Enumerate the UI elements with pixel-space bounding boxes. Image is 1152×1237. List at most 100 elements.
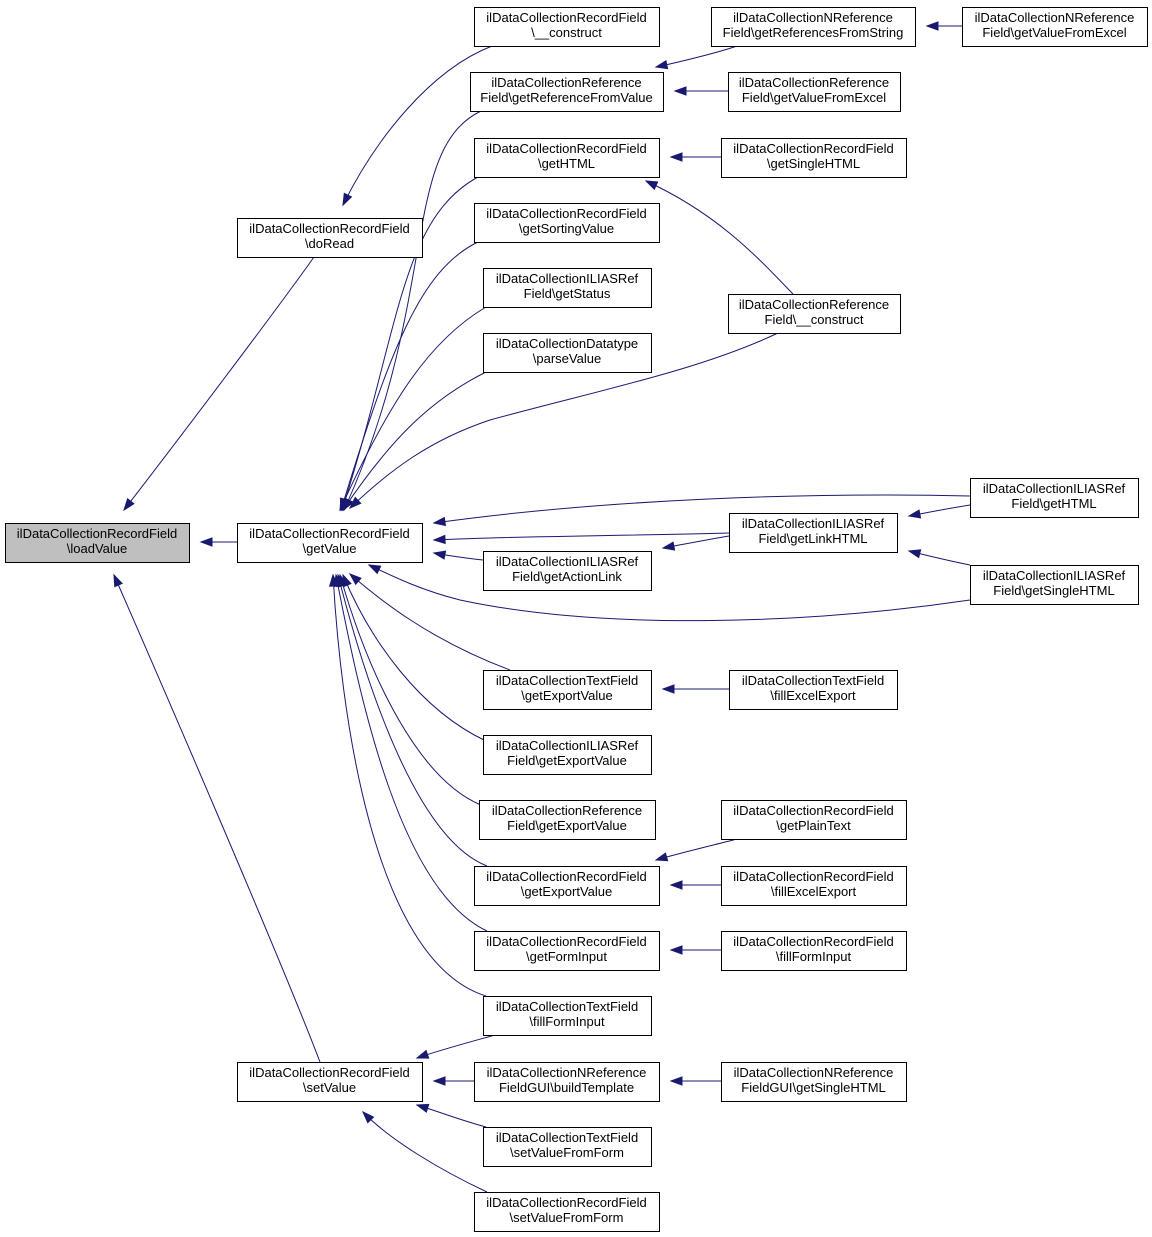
arrowhead [669, 945, 683, 955]
node-label-line: \parseValue [533, 351, 601, 366]
node-tfFillFormInput[interactable]: ilDataCollectionTextField\fillFormInput [483, 996, 652, 1036]
node-label-line: ilDataCollectionNReference [734, 1065, 894, 1080]
node-nrefGetValueFromExcel[interactable]: ilDataCollectionNReferenceField\getValue… [962, 7, 1148, 47]
node-label-line: ilDataCollectionReference [739, 75, 889, 90]
arrowhead [328, 573, 339, 587]
node-getValue[interactable]: ilDataCollectionRecordField\getValue [237, 523, 423, 563]
node-refGetExportValue[interactable]: ilDataCollectionReferenceField\getExport… [479, 800, 656, 840]
node-nrefGetRefsFromString[interactable]: ilDataCollectionNReferenceField\getRefer… [711, 7, 916, 47]
arrowhead [199, 537, 213, 547]
node-box [729, 670, 898, 710]
node-refGetRefFromValue[interactable]: ilDataCollectionReferenceField\getRefere… [470, 72, 664, 112]
edge-dtParseValue-to-getValue [342, 371, 487, 512]
node-label-line: ilDataCollectionTextField [496, 1130, 638, 1145]
node-label-line: ilDataCollectionILIASRef [496, 554, 639, 569]
node-rfFillFormInput[interactable]: ilDataCollectionRecordField\fillFormInpu… [721, 931, 907, 971]
node-iliasGetLinkHTML[interactable]: ilDataCollectionILIASRefField\getLinkHTM… [729, 513, 898, 553]
node-rfGetSingleHTML[interactable]: ilDataCollectionRecordField\getSingleHTM… [721, 138, 907, 178]
arrowhead [669, 880, 683, 890]
node-box [474, 138, 660, 178]
node-label-line: \getExportValue [521, 884, 613, 899]
node-label-line: ilDataCollectionRecordField [733, 869, 893, 884]
node-refGetValueFromExcel[interactable]: ilDataCollectionReferenceField\getValueF… [728, 72, 901, 112]
arrowhead [415, 1049, 430, 1059]
node-box [970, 565, 1139, 605]
node-box [721, 800, 907, 840]
edge-nrefGetValueFromExcel-to-nrefGetRefsFromString [925, 21, 962, 31]
node-iliasGetExportValue[interactable]: ilDataCollectionILIASRefField\getExportV… [483, 735, 652, 775]
node-label-line: Field\getReferenceFromValue [480, 90, 652, 105]
edge-iliasGetSingleHTML-to-iliasGetLinkHTML [907, 549, 971, 566]
node-rfSetValueFromForm[interactable]: ilDataCollectionRecordField\setValueFrom… [474, 1192, 660, 1232]
node-rfGetSortingValue[interactable]: ilDataCollectionRecordField\getSortingVa… [474, 203, 660, 243]
node-rfConstruct[interactable]: ilDataCollectionRecordField\__construct [474, 7, 660, 47]
node-label-line: ilDataCollectionILIASRef [496, 738, 639, 753]
edge-rfFillFormInput-to-rfGetFormInput [669, 945, 721, 955]
node-label-line: ilDataCollectionRecordField [486, 869, 646, 884]
arrowhead [661, 684, 675, 694]
edge-rfGetExportValue-to-getValue [336, 573, 488, 867]
node-tfGetExportValue[interactable]: ilDataCollectionTextField\getExportValue [483, 670, 652, 710]
arrowhead [669, 1076, 683, 1086]
node-label-line: ilDataCollectionRecordField [249, 526, 409, 541]
node-box [474, 203, 660, 243]
arrowhead [342, 192, 353, 207]
node-label-line: Field\getSingleHTML [993, 583, 1114, 598]
arrowhead [415, 1103, 430, 1113]
node-iliasGetSingleHTML[interactable]: ilDataCollectionILIASRefField\getSingleH… [970, 565, 1139, 605]
node-label-line: \getFormInput [526, 949, 607, 964]
edge-rfGetPlainText-to-rfGetExportValue [654, 838, 738, 862]
node-box [483, 670, 652, 710]
node-label-line: \setValueFromForm [510, 1145, 624, 1160]
arrowhead [123, 498, 135, 512]
arrowhead [907, 509, 922, 519]
node-rfFillExcelExport[interactable]: ilDataCollectionRecordField\fillExcelExp… [721, 866, 907, 906]
node-tfSetValueFromForm[interactable]: ilDataCollectionTextField\setValueFromFo… [483, 1127, 652, 1167]
edge-refGetRefFromValue-to-getValue [343, 110, 482, 512]
node-label-line: ilDataCollectionRecordField [249, 1065, 409, 1080]
node-iliasGetActionLink[interactable]: ilDataCollectionILIASRefField\getActionL… [483, 551, 652, 591]
node-doRead[interactable]: ilDataCollectionRecordField\doRead [237, 218, 423, 258]
node-rfGetHTML[interactable]: ilDataCollectionRecordField\getHTML [474, 138, 660, 178]
node-rfGetFormInput[interactable]: ilDataCollectionRecordField\getFormInput [474, 931, 660, 971]
node-label-line: ilDataCollectionRecordField [486, 934, 646, 949]
arrowhead [432, 534, 446, 545]
node-label-line: ilDataCollectionReference [739, 297, 889, 312]
node-refConstruct[interactable]: ilDataCollectionReferenceField\__constru… [728, 294, 901, 334]
arrowhead [348, 573, 362, 586]
node-box [474, 1062, 660, 1102]
node-box [721, 866, 907, 906]
node-nrefGuiGetSingleHTML[interactable]: ilDataCollectionNReferenceFieldGUI\getSi… [721, 1062, 907, 1102]
edge-iliasGetStatus-to-getValue [339, 306, 487, 512]
edge-iliasGetExportValue-to-getValue [342, 573, 487, 742]
node-setValue[interactable]: ilDataCollectionRecordField\setValue [237, 1062, 423, 1102]
node-label-line: \fillExcelExport [770, 688, 856, 703]
node-rfGetPlainText[interactable]: ilDataCollectionRecordField\getPlainText [721, 800, 907, 840]
node-label-line: ilDataCollectionILIASRef [983, 481, 1126, 496]
node-box [483, 996, 652, 1036]
node-label-line: \setValue [303, 1080, 356, 1095]
node-label-line: Field\getReferencesFromString [723, 25, 904, 40]
node-label-line: \fillFormInput [776, 949, 852, 964]
node-label-line: \loadValue [67, 541, 127, 556]
node-nrefGuiBuildTemplate[interactable]: ilDataCollectionNReferenceFieldGUI\build… [474, 1062, 660, 1102]
node-tfFillExcelExport[interactable]: ilDataCollectionTextField\fillExcelExpor… [729, 670, 898, 710]
arrowhead [348, 496, 362, 510]
arrowhead [669, 152, 683, 162]
edge-refConstruct-to-rfGetHTML [644, 180, 794, 295]
node-load[interactable]: ilDataCollectionRecordField\loadValue [5, 523, 190, 563]
edge-iliasGetLinkHTML-to-getValue [432, 532, 730, 545]
node-box [483, 1127, 652, 1167]
arrowhead [432, 516, 447, 527]
node-label-line: ilDataCollectionRecordField [486, 10, 646, 25]
node-dtParseValue[interactable]: ilDataCollectionDatatype\parseValue [483, 333, 652, 373]
node-label-line: ilDataCollectionNReference [733, 10, 893, 25]
node-label-line: ilDataCollectionRecordField [486, 206, 646, 221]
node-rfGetExportValue[interactable]: ilDataCollectionRecordField\getExportVal… [474, 866, 660, 906]
node-box [470, 72, 664, 112]
edge-iliasGetHTML-to-iliasGetLinkHTML [907, 504, 971, 519]
node-label-line: ilDataCollectionRecordField [486, 1195, 646, 1210]
